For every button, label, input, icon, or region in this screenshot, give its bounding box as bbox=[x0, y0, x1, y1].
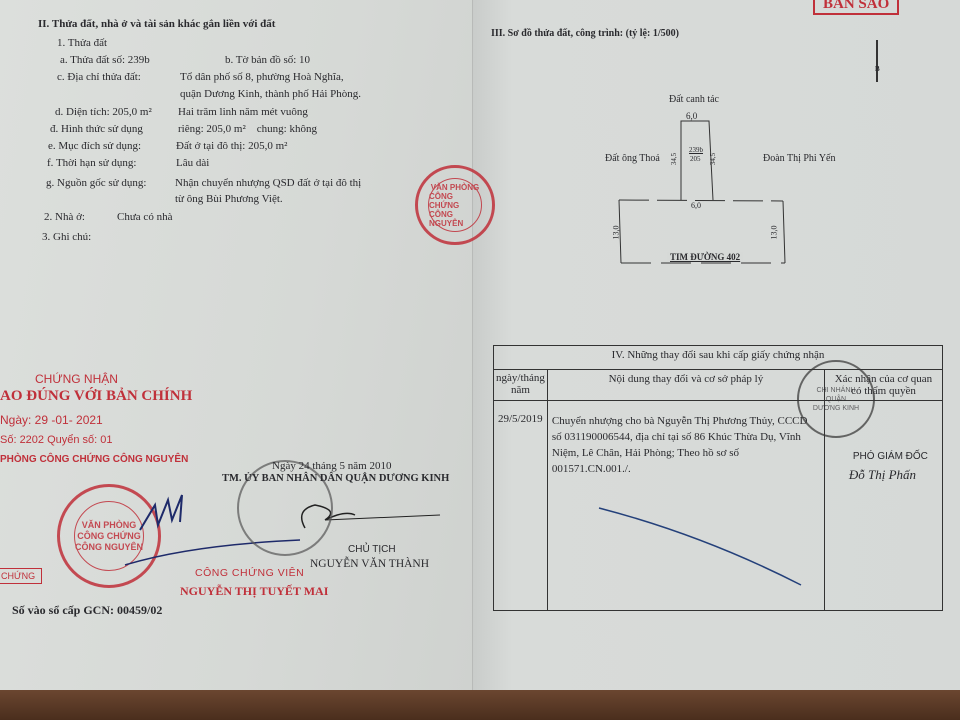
seal-line: DƯƠNG KINH bbox=[812, 404, 860, 412]
cert-title: CHỨNG NHẬN bbox=[35, 372, 118, 386]
seal-line: CÔNG NGUYÊN bbox=[429, 209, 464, 228]
north-arrow-icon bbox=[876, 40, 878, 82]
top-neighbor: Đất canh tác bbox=[669, 94, 719, 105]
notary-name: NGUYỄN THỊ TUYẾT MAI bbox=[180, 584, 329, 598]
signing-date: Ngày 24 tháng 5 năm 2010 bbox=[272, 460, 392, 472]
purpose-value: Đất ở tại đô thị: 205,0 m² bbox=[176, 140, 288, 152]
mid-width: 6,0 bbox=[691, 201, 701, 210]
road-label: TIM ĐƯỜNG 402 bbox=[667, 252, 744, 262]
term-label: f. Thời hạn sử dụng: bbox=[47, 157, 137, 169]
parcel-number: a. Thửa đất số: 239b bbox=[60, 54, 150, 66]
seal-line: VĂN PHÒNG bbox=[430, 182, 480, 192]
cert-date: Ngày: 29 -01- 2021 bbox=[0, 413, 103, 427]
north-label: B bbox=[875, 65, 880, 73]
address-value-1: Tổ dân phố số 8, phường Hoà Nghĩa, bbox=[180, 71, 344, 83]
changes-table-title: IV. Những thay đổi sau khi cấp giấy chứn… bbox=[493, 345, 943, 370]
house-value: Chưa có nhà bbox=[117, 211, 173, 223]
committee-name: TM. ỦY BAN NHÂN DÂN QUẬN DƯƠNG KINH bbox=[222, 473, 450, 484]
origin-label: g. Nguồn gốc sử dụng: bbox=[46, 177, 147, 189]
house-label: 2. Nhà ở: bbox=[44, 211, 85, 223]
left-page: II. Thửa đất, nhà ở và tài sản khác gắn … bbox=[0, 0, 495, 690]
area-value: Hai trăm linh năm mét vuông bbox=[178, 106, 308, 118]
parcel-area: 205 bbox=[690, 155, 701, 163]
notary-title: CÔNG CHỨNG VIÊN bbox=[195, 567, 305, 579]
branch-seal: CHI NHÁNH QUẬN DƯƠNG KINH bbox=[797, 360, 875, 438]
cert-office: PHÒNG CÔNG CHỨNG CÔNG NGUYÊN bbox=[0, 454, 189, 465]
cert-box: CHỨNG bbox=[0, 568, 43, 584]
row-content: Chuyển nhượng cho bà Nguyễn Thị Phương T… bbox=[546, 400, 825, 611]
seal-line: CÔNG CHỨNG bbox=[77, 530, 141, 541]
right-page: BẢN SAO III. Sơ đồ thửa đất, công trình:… bbox=[472, 0, 960, 690]
seal-line: VĂN PHÒNG bbox=[81, 519, 137, 530]
copy-badge: BẢN SAO bbox=[813, 0, 900, 15]
parcel-diagram bbox=[618, 120, 786, 264]
header-content: Nội dung thay đổi và cơ sở pháp lý bbox=[546, 369, 825, 401]
base-right: 13,0 bbox=[769, 225, 779, 240]
cert-number: Số: 2202 Quyển số: 01 bbox=[0, 434, 113, 446]
council-seal bbox=[237, 460, 333, 556]
notary-seal: VĂN PHÒNG CÔNG CHỨNG CÔNG NGUYÊN bbox=[57, 484, 161, 588]
table-surface bbox=[0, 690, 960, 720]
seal-line: CÔNG NGUYÊN bbox=[75, 541, 144, 552]
top-width: 6,0 bbox=[686, 111, 698, 121]
confirm-title: PHÓ GIÁM ĐỐC bbox=[852, 451, 928, 462]
origin-value-1: Nhận chuyển nhượng QSD đất ở tại đô thị bbox=[175, 177, 362, 189]
address-value-2: quận Dương Kinh, thành phố Hải Phòng. bbox=[180, 88, 362, 100]
gcn-number: Số vào sổ cấp GCN: 00459/02 bbox=[12, 603, 163, 617]
cert-main: AO ĐÚNG VỚI BẢN CHÍNH bbox=[0, 388, 193, 404]
seal-line: CÔNG CHỨNG bbox=[429, 191, 460, 210]
use-form-value: riêng: 205,0 m² chung: không bbox=[178, 123, 317, 135]
use-form-label: đ. Hình thức sử dụng bbox=[50, 123, 143, 135]
pen-strike bbox=[598, 507, 802, 586]
notary-seal-top: VĂN PHÒNG CÔNG CHỨNG CÔNG NGUYÊN bbox=[415, 165, 495, 245]
origin-value-2: từ ông Bùi Phương Việt. bbox=[175, 193, 283, 205]
section-iii-title: III. Sơ đồ thửa đất, công trình: (tỷ lệ:… bbox=[491, 28, 679, 39]
chairman-title: CHỦ TỊCH bbox=[348, 544, 396, 555]
base-left: 13,0 bbox=[611, 225, 621, 240]
parcel-no: 239b bbox=[689, 146, 703, 154]
area-label: d. Diện tích: 205,0 m² bbox=[55, 106, 152, 118]
address-label: c. Địa chỉ thửa đất: bbox=[57, 71, 141, 83]
seal-line: QUẬN bbox=[825, 395, 847, 403]
confirm-name: Đỗ Thị Phấn bbox=[848, 467, 917, 482]
map-sheet: b. Tờ bản đồ số: 10 bbox=[225, 54, 311, 66]
right-side: 34,5 bbox=[709, 152, 718, 166]
seal-line: CHI NHÁNH bbox=[816, 386, 856, 394]
term-value: Lâu dài bbox=[176, 157, 210, 169]
header-date: ngày/tháng năm bbox=[493, 369, 548, 401]
left-side: 34,5 bbox=[670, 152, 679, 166]
chairman-name: NGUYỄN VĂN THÀNH bbox=[310, 558, 430, 570]
notes-label: 3. Ghi chú: bbox=[42, 231, 92, 243]
item-1: 1. Thửa đất bbox=[57, 37, 108, 49]
right-neighbor: Đoàn Thị Phi Yến bbox=[763, 153, 836, 164]
section-ii-title: II. Thửa đất, nhà ở và tài sản khác gắn … bbox=[38, 18, 276, 30]
left-neighbor: Đất ông Thoả bbox=[605, 153, 660, 164]
table-row: 29/5/2019 Chuyển nhượng cho bà Nguyễn Th… bbox=[493, 400, 944, 611]
purpose-label: e. Mục đích sử dụng: bbox=[48, 140, 142, 152]
row-date: 29/5/2019 bbox=[493, 400, 548, 611]
